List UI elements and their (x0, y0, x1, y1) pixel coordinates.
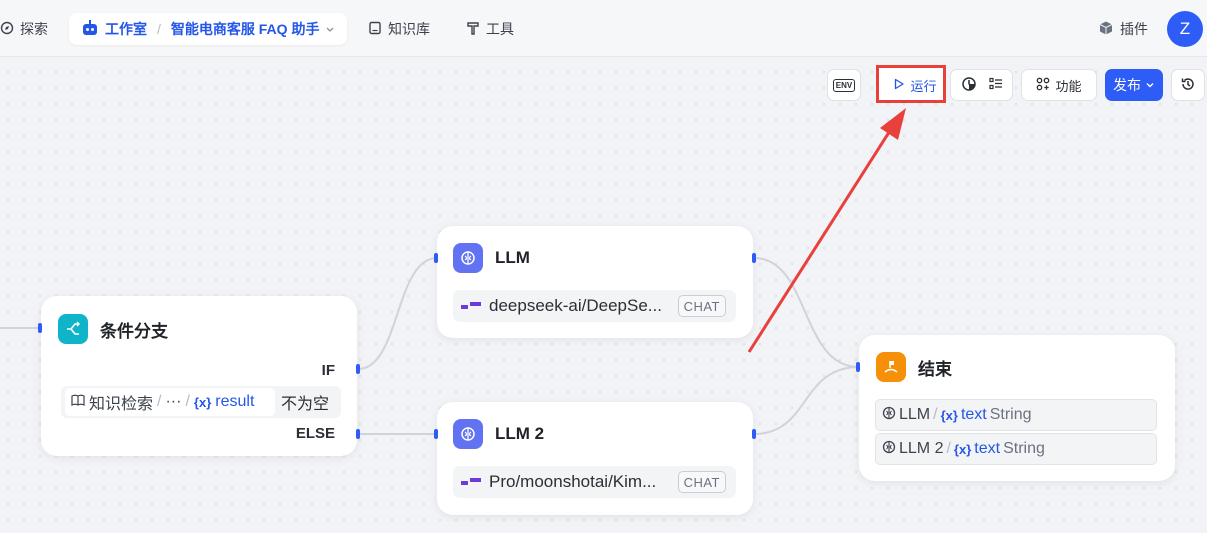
output-variable-type: String (1003, 440, 1045, 457)
finish-flag-icon (876, 352, 906, 382)
node-condition-branch[interactable]: 条件分支 IF 知识检索 / ··· / {x} result 不为空 ELSE (38, 296, 360, 456)
model-name: deepseek-ai/DeepSe... (489, 296, 662, 315)
else-output-port[interactable] (356, 429, 360, 439)
branch-else-label: ELSE (295, 425, 335, 442)
edge-llm-end (753, 257, 860, 368)
chat-mode-badge: CHAT (677, 295, 726, 317)
breadcrumb-studio[interactable]: 工作室 (105, 21, 147, 37)
separator: / (946, 440, 951, 457)
output-port[interactable] (752, 253, 756, 263)
separator: / (157, 393, 162, 410)
condition-variable[interactable]: 知识检索 / ··· / {x} result (65, 388, 275, 416)
publish-button[interactable]: 发布 (1105, 69, 1163, 101)
features-button[interactable]: 功能 (1021, 69, 1097, 101)
input-port[interactable] (434, 429, 438, 439)
variable-icon: {x} (940, 407, 958, 423)
top-navigation-bar: 探索 工作室 / 智能电商客服 FAQ 助手 知识库 工具 插件 Z (0, 0, 1207, 57)
node-title: 条件分支 (100, 321, 168, 341)
condition-operator[interactable]: 不为空 (281, 396, 330, 413)
breadcrumb: 工作室 / 智能电商客服 FAQ 助手 (69, 13, 347, 45)
robot-icon (81, 19, 99, 39)
model-provider-icon (461, 472, 481, 492)
output-variable-name: text (974, 440, 1001, 457)
features-label: 功能 (1055, 78, 1082, 94)
node-header: 结束 (876, 352, 952, 382)
nav-plugins[interactable]: 插件 (1098, 18, 1148, 40)
input-port[interactable] (434, 253, 438, 263)
output-source-node: LLM 2 (899, 440, 944, 457)
run-tools-group (950, 69, 1013, 101)
variable-icon: {x} (193, 394, 212, 410)
nav-tools-label: 工具 (486, 21, 514, 37)
edge-llm2-end (753, 366, 860, 435)
env-icon: ENV (832, 78, 856, 92)
compass-icon (0, 21, 14, 38)
chevron-down-icon[interactable] (325, 21, 335, 37)
output-variable-type: String (989, 406, 1032, 423)
node-header: LLM 2 (453, 419, 544, 449)
separator: / (933, 406, 938, 423)
node-llm[interactable]: LLM deepseek-ai/DeepSe... CHAT (434, 226, 756, 338)
if-output-port[interactable] (356, 364, 360, 374)
condition-variable-name: result (215, 393, 255, 410)
checklist-icon[interactable] (988, 77, 1003, 94)
breadcrumb-app-name[interactable]: 智能电商客服 FAQ 助手 (170, 21, 320, 37)
node-header: 条件分支 (58, 314, 168, 344)
chat-mode-badge: CHAT (677, 471, 726, 493)
nav-explore-label: 探索 (20, 21, 48, 37)
condition-source-node: 知识检索 (89, 396, 154, 413)
nav-tools[interactable]: 工具 (466, 18, 514, 40)
node-end[interactable]: 结束 LLM / {x} text String LLM 2 / {x} tex… (856, 335, 1175, 481)
edge-if-llm (357, 257, 438, 370)
output-variable-row[interactable]: LLM 2 / {x} text String (875, 433, 1157, 465)
model-selector[interactable]: deepseek-ai/DeepSe... CHAT (453, 290, 736, 322)
input-port[interactable] (38, 323, 42, 333)
output-port[interactable] (752, 429, 756, 439)
condition-row[interactable]: 知识检索 / ··· / {x} result 不为空 (61, 386, 341, 418)
nav-explore[interactable]: 探索 (0, 18, 48, 40)
brain-icon (453, 419, 483, 449)
run-label: 运行 (910, 78, 937, 94)
play-icon (893, 78, 905, 93)
brain-icon (882, 440, 896, 459)
env-button[interactable]: ENV (827, 69, 861, 101)
nav-knowledge[interactable]: 知识库 (368, 18, 430, 40)
version-history-button[interactable] (1171, 69, 1205, 101)
run-history-icon[interactable] (961, 76, 977, 95)
chevron-down-icon (1145, 77, 1155, 93)
output-source-node: LLM (899, 406, 931, 423)
avatar[interactable]: Z (1167, 11, 1203, 47)
book-icon (368, 21, 382, 38)
book-icon (71, 393, 85, 412)
input-port[interactable] (856, 362, 860, 372)
model-selector[interactable]: Pro/moonshotai/Kim... CHAT (453, 466, 736, 498)
hammer-icon (466, 21, 480, 38)
separator: / (185, 393, 190, 410)
brain-icon (882, 406, 896, 425)
variable-icon: {x} (953, 441, 972, 457)
run-button[interactable]: 运行 (889, 69, 941, 101)
branch-if-label: IF (321, 362, 335, 379)
node-header: LLM (453, 243, 530, 273)
branch-icon (58, 314, 88, 344)
output-variable-name: text (960, 406, 987, 423)
history-icon (1180, 76, 1196, 95)
model-provider-icon (461, 296, 481, 316)
node-llm-2[interactable]: LLM 2 Pro/moonshotai/Kim... CHAT (434, 402, 756, 515)
node-title: 结束 (918, 359, 952, 379)
model-name: Pro/moonshotai/Kim... (489, 472, 657, 491)
publish-label: 发布 (1113, 77, 1141, 93)
condition-path-ellipsis: ··· (165, 393, 182, 410)
annotation-highlight-box (876, 65, 946, 103)
output-variable-row[interactable]: LLM / {x} text String (875, 399, 1157, 431)
brain-icon (453, 243, 483, 273)
apps-icon (1036, 77, 1050, 94)
node-title: LLM (495, 248, 530, 267)
annotation-arrow (747, 108, 906, 353)
cube-icon (1098, 20, 1114, 39)
node-title: LLM 2 (495, 424, 545, 443)
nav-plugins-label: 插件 (1120, 21, 1148, 37)
nav-knowledge-label: 知识库 (388, 21, 430, 37)
breadcrumb-separator: / (157, 21, 161, 37)
